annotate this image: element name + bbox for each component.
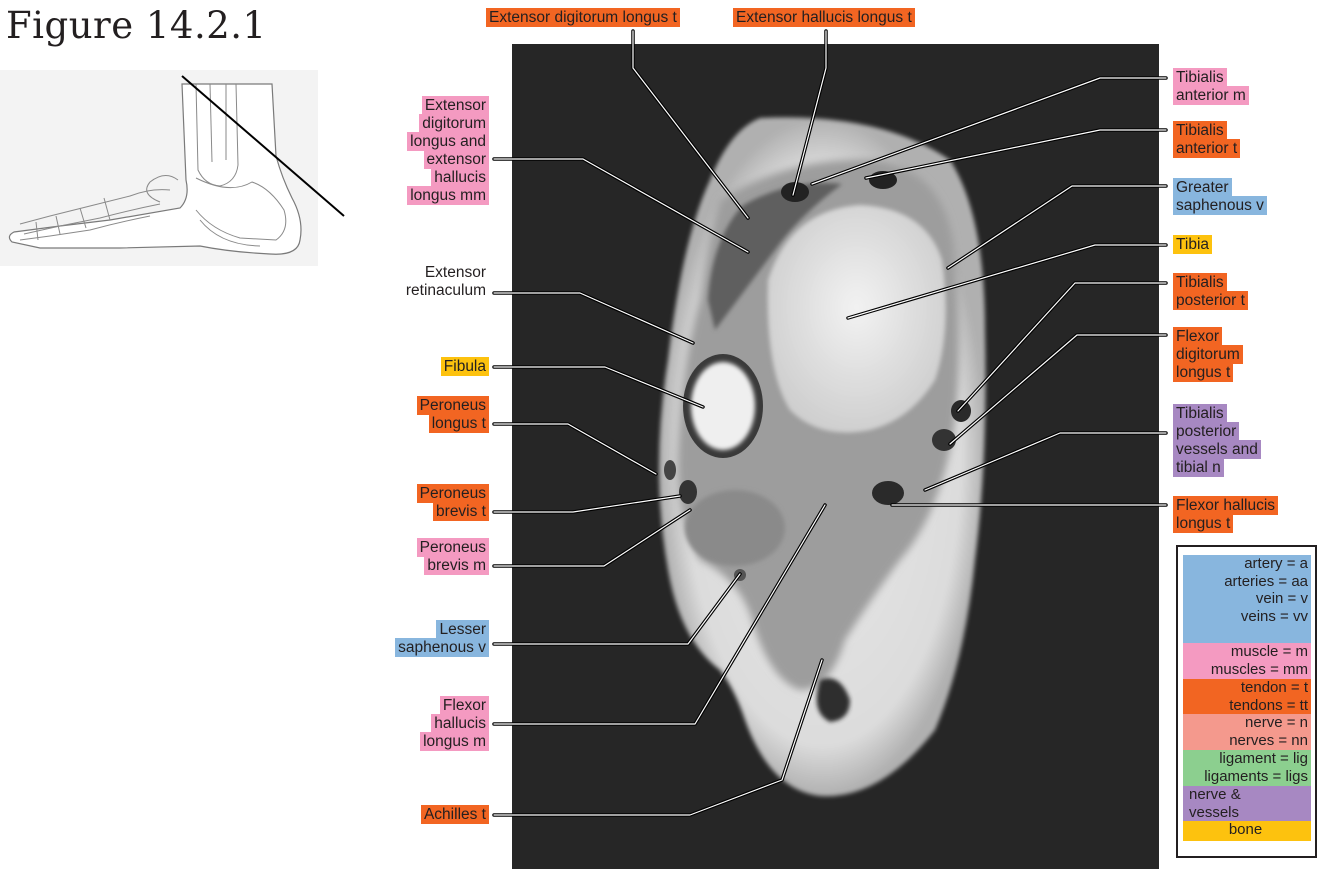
key-tendon: tendon = t tendons = tt [1183,679,1311,714]
label-peroneus-brevis-t: Peroneus brevis t [417,485,489,521]
label-extensor-retinaculum: Extensor retinaculum [403,264,489,300]
label-peroneus-longus-t: Peroneus longus t [417,397,489,433]
label-fibula: Fibula [441,358,489,376]
label-flexor-hallucis-longus-t: Flexor hallucis longus t [1173,497,1278,533]
key-nerve-and-vessels: nerve & vessels [1183,786,1311,821]
label-extensor-digitorum-and-hallucis-longus-mm: Extensor digitorum longus and extensor h… [407,97,489,205]
label-tibialis-posterior-vessels-and-tibial-n: Tibialis posterior vessels and tibial n [1173,405,1261,477]
label-lesser-saphenous-v: Lesser saphenous v [395,621,489,657]
label-flexor-digitorum-longus-t: Flexor digitorum longus t [1173,328,1243,382]
label-extensor-hallucis-longus-t: Extensor hallucis longus t [733,9,915,27]
label-tibialis-anterior-m: Tibialis anterior m [1173,69,1249,105]
label-greater-saphenous-v: Greater saphenous v [1173,179,1267,215]
key-muscle: muscle = m muscles = mm [1183,643,1311,679]
label-peroneus-brevis-m: Peroneus brevis m [417,539,489,575]
label-tibialis-posterior-t: Tibialis posterior t [1173,274,1248,310]
key-vessels: artery = a arteries = aa vein = v veins … [1183,555,1311,643]
label-flexor-hallucis-longus-m: Flexor hallucis longus m [420,697,489,751]
label-extensor-digitorum-longus-t: Extensor digitorum longus t [486,9,680,27]
key-ligament: ligament = lig ligaments = ligs [1183,750,1311,786]
key-bone: bone [1183,821,1311,841]
abbreviation-key: artery = a arteries = aa vein = v veins … [1176,545,1317,858]
tibia-bone [768,205,946,433]
key-nerve: nerve = n nerves = nn [1183,714,1311,750]
label-tibia: Tibia [1173,236,1212,254]
label-tibialis-anterior-t: Tibialis anterior t [1173,122,1240,158]
label-achilles-t: Achilles t [421,806,489,824]
